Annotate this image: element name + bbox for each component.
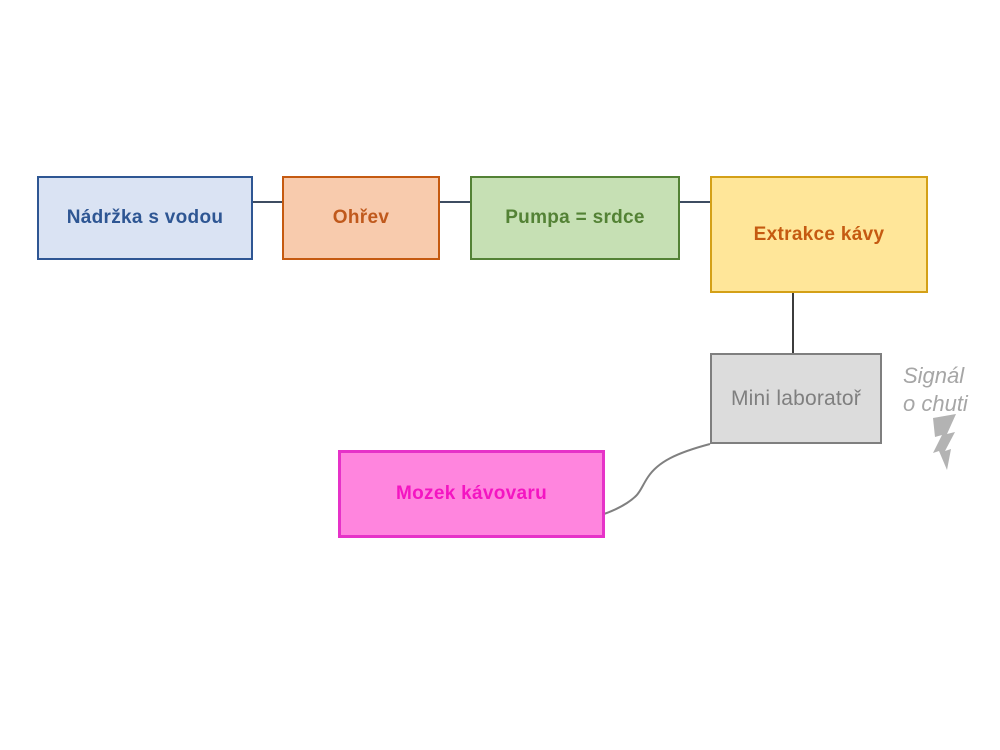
node-pump-label: Pumpa = srdce [505, 207, 645, 228]
lightning-bolt-icon [933, 414, 956, 470]
taste-signal-line1: Signál [903, 363, 965, 388]
taste-signal-annotation: Signál o chuti [903, 362, 968, 418]
node-heating-label: Ohřev [332, 207, 390, 228]
node-pump[interactable]: Pumpa = srdce [470, 176, 680, 260]
node-water-tank[interactable]: Nádržka s vodou [37, 176, 253, 260]
node-brain-label: Mozek kávovaru [396, 483, 547, 504]
node-extraction[interactable]: Extrakce kávy [710, 176, 928, 293]
node-brain[interactable]: Mozek kávovaru [338, 450, 605, 538]
node-water-tank-label: Nádržka s vodou [66, 207, 224, 228]
node-mini-lab-label: Mini laboratoř [730, 386, 862, 410]
taste-signal-line2: o chuti [903, 391, 968, 417]
node-mini-lab[interactable]: Mini laboratoř [710, 353, 882, 444]
node-heating[interactable]: Ohřev [282, 176, 440, 260]
node-extraction-label: Extrakce kávy [753, 223, 885, 245]
